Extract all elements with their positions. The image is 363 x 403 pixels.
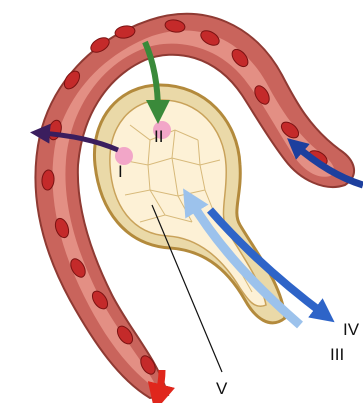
label-III: III: [330, 345, 344, 364]
red-arrow: [158, 370, 162, 398]
label-IV: IV: [343, 320, 360, 339]
label-I: I: [118, 162, 123, 181]
label-II: II: [154, 127, 163, 146]
label-V: V: [216, 379, 228, 398]
